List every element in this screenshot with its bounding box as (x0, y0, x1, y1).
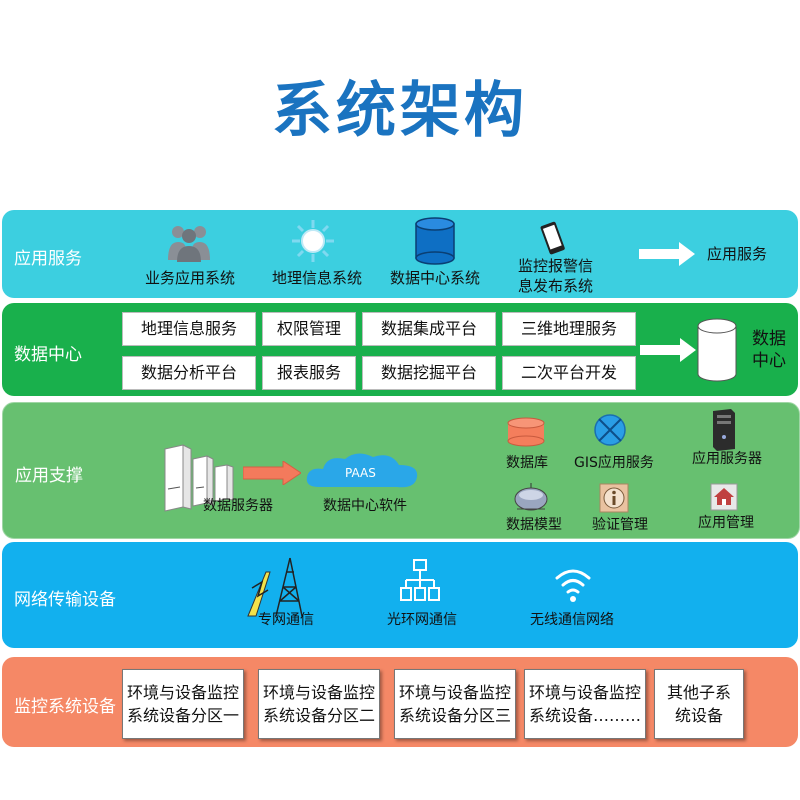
dc-box-gis-service: 地理信息服务 (122, 312, 256, 346)
server-tower-icon (713, 409, 735, 451)
support-item-auth: 验证管理 (592, 517, 648, 533)
support-item-database: 数据库 (506, 455, 548, 471)
support-item-model: 数据模型 (506, 517, 562, 533)
monitor-box-zone2: 环境与设备监控系统设备分区二 (258, 669, 380, 739)
monitor-box-zone3-line2: 系统设备分区三 (398, 706, 511, 725)
layer-monitoring-label: 监控系统设备 (14, 697, 116, 717)
monitor-box-zone2-line2: 系统设备分区二 (262, 706, 375, 725)
monitor-box-other-line2: 统设备 (674, 706, 723, 725)
database-icon (507, 417, 545, 447)
network-item-ring: 光环网通信 (387, 612, 457, 628)
monitor-box-zone3: 环境与设备监控系统设备分区三 (394, 669, 516, 739)
arrow-right-icon (639, 242, 695, 266)
monitor-box-other: 其他子系统设备 (654, 669, 744, 739)
cylinder-icon (697, 318, 737, 382)
layer-app-support-label: 应用支撑 (15, 466, 83, 486)
dc-box-3d-gis: 三维地理服务 (502, 312, 636, 346)
dc-target-line1: 数据 (752, 329, 786, 349)
monitor-box-zone3-line1: 环境与设备监控 (398, 683, 511, 702)
support-item-app-manage: 应用管理 (698, 515, 754, 531)
info-icon (599, 483, 629, 513)
support-cloud-label: 数据中心软件 (323, 498, 407, 514)
home-icon (710, 483, 738, 511)
sun-icon (292, 220, 334, 262)
app-service-target: 应用服务 (707, 245, 768, 263)
monitor-box-zone1-line1: 环境与设备监控 (126, 683, 239, 702)
network-item-wireless: 无线通信网络 (530, 612, 614, 628)
monitor-box-zone-more-line2: 系统设备……… (528, 706, 641, 725)
layer-app-support: 应用支撑 数据服务器 PAAS 数据中心软件 数据库 GIS应用服务 应用服务器 (2, 402, 800, 539)
satellite-icon (514, 483, 548, 511)
support-item-gis: GIS应用服务 (574, 455, 654, 471)
app-item-alarm-line2: 息发布系统 (518, 277, 594, 295)
layer-network-label: 网络传输设备 (14, 590, 116, 610)
dc-box-mining: 数据挖掘平台 (362, 356, 496, 390)
globe-icon (594, 414, 626, 446)
app-item-gis: 地理信息系统 (272, 269, 363, 287)
arrow-right-icon (243, 461, 301, 485)
dc-target-line2: 中心 (752, 351, 786, 371)
database-icon (415, 217, 455, 265)
layer-data-center-label: 数据中心 (14, 345, 82, 365)
network-topology-icon (400, 559, 440, 601)
layer-app-service: 应用服务 业务应用系统 地理信息系统 数据中心系统 监控报警信 息发布系统 应用… (2, 210, 798, 298)
support-item-app-server: 应用服务器 (692, 451, 762, 467)
layer-app-service-label: 应用服务 (14, 249, 82, 269)
dc-box-integration: 数据集成平台 (362, 312, 496, 346)
arrow-right-icon (640, 338, 696, 362)
support-cloud-text: PAAS (345, 466, 376, 480)
monitor-box-zone1: 环境与设备监控系统设备分区一 (122, 669, 244, 739)
monitor-box-zone-more-line1: 环境与设备监控 (528, 683, 641, 702)
page-title: 系统架构 (272, 76, 528, 146)
monitor-box-zone1-line2: 系统设备分区一 (126, 706, 239, 725)
dc-box-permission: 权限管理 (262, 312, 356, 346)
layer-monitoring: 监控系统设备 环境与设备监控系统设备分区一 环境与设备监控系统设备分区二 环境与… (2, 657, 798, 747)
dc-box-analysis: 数据分析平台 (122, 356, 256, 390)
monitor-box-other-line1: 其他子系 (666, 683, 731, 702)
layer-network: 网络传输设备 专网通信 光环网通信 无线通信网络 (2, 542, 798, 648)
layer-data-center: 数据中心 地理信息服务 权限管理 数据集成平台 三维地理服务 数据分析平台 报表… (2, 303, 798, 396)
server-rack-icon (164, 444, 234, 512)
network-item-private: 专网通信 (258, 612, 314, 628)
people-icon (168, 226, 210, 262)
tower-icon (247, 557, 303, 617)
dc-box-secondary-dev: 二次平台开发 (502, 356, 636, 390)
app-item-datacenter: 数据中心系统 (390, 269, 481, 287)
cloud-icon (306, 453, 418, 488)
app-item-business: 业务应用系统 (145, 269, 236, 287)
support-server-label: 数据服务器 (203, 498, 273, 514)
tablet-icon (540, 221, 565, 255)
app-item-alarm-line1: 监控报警信 (518, 257, 594, 275)
wifi-icon (555, 569, 591, 602)
dc-box-report: 报表服务 (262, 356, 356, 390)
monitor-box-zone-more: 环境与设备监控系统设备……… (524, 669, 646, 739)
monitor-box-zone2-line1: 环境与设备监控 (262, 683, 375, 702)
